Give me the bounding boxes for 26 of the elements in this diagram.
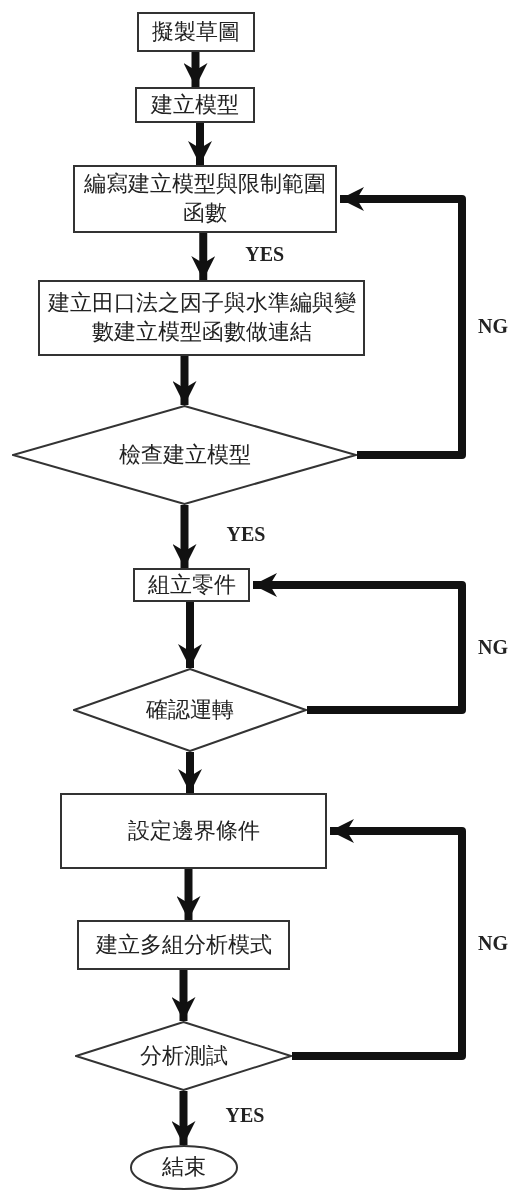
decision-diamond <box>12 405 357 505</box>
process-box: 建立田口法之因子與水準編與變數建立模型函數做連結 <box>38 280 365 356</box>
process-box: 建立多組分析模式 <box>77 920 290 970</box>
node-text: 分析測試 <box>139 1041 228 1070</box>
arrow <box>176 869 201 920</box>
arrow <box>191 233 216 280</box>
arrow <box>183 52 208 87</box>
node-text: 結束 <box>162 1153 206 1182</box>
node-text: 確認運轉 <box>146 695 234 724</box>
arrow <box>171 970 196 1021</box>
process-box: 設定邊界條件 <box>60 793 327 869</box>
arrow <box>178 602 202 668</box>
process-box: 組立零件 <box>133 568 250 602</box>
arrow <box>172 356 197 405</box>
decision-diamond <box>75 1021 292 1091</box>
arrow <box>178 752 202 793</box>
process-box: 擬製草圖 <box>137 12 255 52</box>
process-box: 編寫建立模型與限制範圍函數 <box>73 165 337 233</box>
process-box: 建立模型 <box>135 87 255 123</box>
node-text: 檢查建立模型 <box>118 440 251 469</box>
arrow <box>172 505 197 568</box>
arrow <box>292 819 466 1060</box>
arrow <box>188 123 212 165</box>
arrow <box>171 1091 196 1145</box>
decision-diamond <box>73 668 307 752</box>
end-oval <box>130 1145 238 1190</box>
